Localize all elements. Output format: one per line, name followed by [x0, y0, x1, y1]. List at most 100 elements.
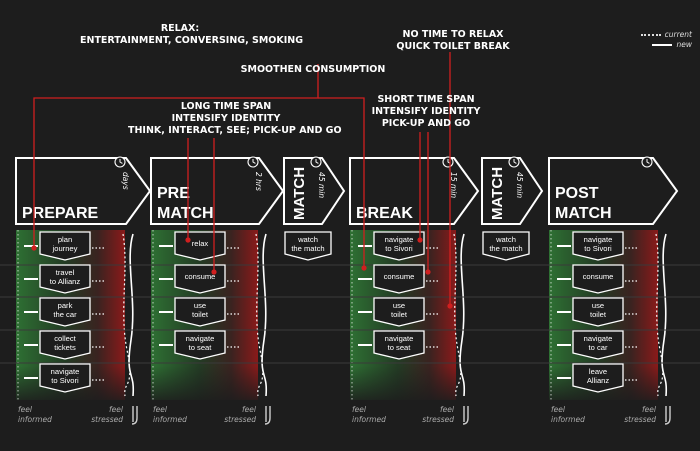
phase-duration-2: 45 min: [317, 172, 326, 198]
clock-icon: [508, 156, 520, 168]
long-line-2: INTENSIFY IDENTITY: [171, 113, 281, 124]
step-label: Allianz: [587, 376, 610, 385]
step-label: collect: [54, 334, 76, 343]
feel-stressed-label: feel: [642, 405, 657, 414]
step-box-outline: [572, 363, 624, 393]
legend-current: current: [640, 30, 692, 40]
step-box-outline: [39, 264, 91, 294]
juventus-logo-icon: [131, 406, 138, 425]
step-label: plan: [58, 235, 72, 244]
step-label: use: [194, 301, 206, 310]
stress-curve-new-0: [128, 233, 135, 397]
feel-informed-label: feel: [18, 405, 33, 414]
no-time-annotation: NO TIME TO RELAX QUICK TOILET BREAK: [392, 29, 514, 53]
step-label: to Sivori: [51, 376, 79, 385]
logo-mark: [264, 406, 271, 425]
step-label: park: [58, 301, 73, 310]
annotation-dot-3: [361, 265, 367, 271]
feel-informed-label: feel: [153, 405, 168, 414]
step-label: to seat: [189, 343, 213, 352]
phase-title-5-0: POST: [555, 185, 599, 202]
step-box: consume: [358, 264, 438, 294]
phase-duration-0: days: [121, 172, 130, 190]
annotation-connector-1: [318, 97, 365, 268]
step-label: the match: [489, 244, 522, 253]
phase-title-5-1: MATCH: [555, 205, 612, 222]
step-box-outline: [39, 363, 91, 393]
step-box: consume: [557, 264, 637, 294]
step-label: relax: [192, 239, 209, 248]
juventus-logo-icon: [264, 406, 271, 425]
annotation-dot-0: [31, 245, 37, 251]
short-title: SHORT TIME SPAN: [377, 94, 475, 105]
feel-informed-label: feel: [551, 405, 566, 414]
notime-title: NO TIME TO RELAX: [402, 29, 504, 40]
step-label: navigate: [584, 235, 613, 244]
step-label: navigate: [584, 334, 613, 343]
logo-mark: [664, 406, 671, 425]
feel-stressed-label-2: stressed: [422, 415, 454, 424]
step-box-outline: [174, 297, 226, 327]
step-label: the car: [53, 310, 77, 319]
phase-duration-1: 2 hrs: [254, 172, 263, 191]
step-box-outline: [284, 231, 332, 261]
step-box-outline: [39, 330, 91, 360]
step-label: navigate: [186, 334, 215, 343]
long-title: LONG TIME SPAN: [180, 101, 272, 112]
phase-duration-3: 15 min: [449, 172, 458, 198]
step-box-outline: [572, 264, 624, 294]
step-label: journey: [52, 244, 78, 253]
clock-hands: [315, 159, 319, 164]
stress-curve-new-3: [459, 233, 466, 397]
stress-curve-new-5: [661, 233, 668, 397]
feel-stressed-label: feel: [440, 405, 455, 414]
clock-icon: [114, 156, 126, 168]
annotation-dot-1: [185, 237, 191, 243]
step-label: travel: [56, 268, 75, 277]
notime-detail: QUICK TOILET BREAK: [396, 41, 510, 52]
step-label: navigate: [385, 334, 414, 343]
legend: current new: [640, 30, 692, 50]
step-label: tickets: [54, 343, 76, 352]
step-box-outline: [39, 231, 91, 261]
feel-informed-label-2: informed: [551, 415, 585, 424]
clock-icon: [247, 156, 259, 168]
clock-icon: [310, 156, 322, 168]
phase-5: POST MATCH: [548, 156, 679, 225]
feel-informed-label-2: informed: [352, 415, 386, 424]
step-label: toilet: [192, 310, 209, 319]
juventus-logo-icon: [462, 406, 469, 425]
logo-mark: [462, 406, 469, 425]
clock-icon: [442, 156, 454, 168]
clock-icon: [641, 156, 653, 168]
step-box-outline: [373, 297, 425, 327]
annotation-dot-5: [425, 269, 431, 275]
step-box-outline: [482, 231, 530, 261]
smoothen-annotation: SMOOTHEN CONSUMPTION: [230, 64, 396, 76]
phase-arrow-1: [150, 157, 285, 225]
feel-stressed-label-2: stressed: [91, 415, 123, 424]
feel-stressed-label-2: stressed: [224, 415, 256, 424]
step-box-outline: [572, 231, 624, 261]
step-box-outline: [373, 330, 425, 360]
clock-hands: [513, 159, 517, 164]
step-label: to car: [589, 343, 608, 352]
step-label: to Allianz: [50, 277, 81, 286]
relax-title: RELAX:: [160, 23, 200, 34]
short-line-3: PICK-UP AND GO: [381, 118, 471, 129]
step-label: consume: [384, 272, 415, 281]
step-box-outline: [174, 330, 226, 360]
relax-detail: ENTERTAINMENT, CONVERSING, SMOKING: [80, 35, 304, 46]
short-timespan-annotation: SHORT TIME SPAN INTENSIFY IDENTITY PICK-…: [362, 94, 490, 130]
step-label: to Sivori: [385, 244, 413, 253]
